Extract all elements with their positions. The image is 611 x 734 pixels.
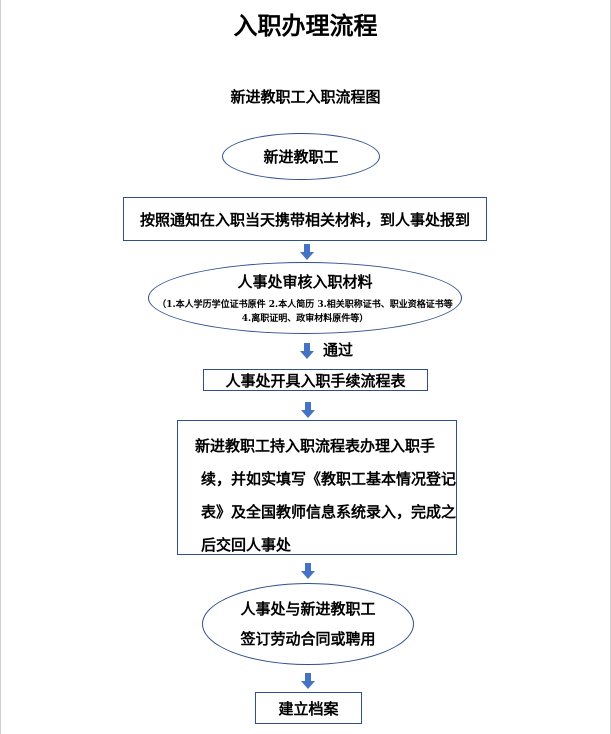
arrow-down-icon xyxy=(301,563,315,579)
page-title: 入职办理流程 xyxy=(233,11,378,40)
process-line: 后交回人事处 xyxy=(201,536,292,554)
arrow-down-icon xyxy=(301,673,315,689)
arrow-down-icon xyxy=(300,343,314,359)
contract-line-2: 签订劳动合同或聘用 xyxy=(240,630,376,648)
start-label: 新进教职工 xyxy=(263,148,339,166)
arrow-down-icon xyxy=(301,402,315,418)
process-line: 表》及全国教师信息系统录入，完成之 xyxy=(201,503,457,521)
process-line: 新进教职工持入职流程表办理入职手 xyxy=(195,437,436,455)
pass-label: 通过 xyxy=(323,341,354,359)
archive-step: 建立档案 xyxy=(255,692,362,724)
report-step: 按照通知在入职当天携带相关材料，到人事处报到 xyxy=(123,197,487,241)
start-node: 新进教职工 xyxy=(222,133,380,180)
issue-form-label: 人事处开具入职手续流程表 xyxy=(225,371,406,390)
archive-label: 建立档案 xyxy=(278,699,339,718)
page-edge-left xyxy=(0,0,1,734)
process-line: 续，并如实填写《教职工基本情况登记 xyxy=(201,470,457,488)
arrow-down-icon xyxy=(300,244,314,260)
flowchart-title: 新进教职工入职流程图 xyxy=(230,88,381,106)
review-note-line-1: （1.本人学历学位证书原件 2.本人简历 3.相关职称证书、职业资格证书等 xyxy=(157,299,453,310)
report-label: 按照通知在入职当天携带相关材料，到人事处报到 xyxy=(139,210,470,229)
review-node: 人事处审核入职材料 （1.本人学历学位证书原件 2.本人简历 3.相关职称证书、… xyxy=(148,262,462,334)
issue-form-step: 人事处开具入职手续流程表 xyxy=(203,369,428,391)
contract-line-1: 人事处与新进教职工 xyxy=(240,600,376,618)
process-step: 新进教职工持入职流程表办理入职手 续，并如实填写《教职工基本情况登记 表》及全国… xyxy=(177,420,457,555)
review-label: 人事处审核入职材料 xyxy=(237,272,373,291)
contract-node: 人事处与新进教职工 签订劳动合同或聘用 xyxy=(202,583,414,665)
review-note-line-2: 4.离职证明、政审材料原件等） xyxy=(241,313,369,324)
